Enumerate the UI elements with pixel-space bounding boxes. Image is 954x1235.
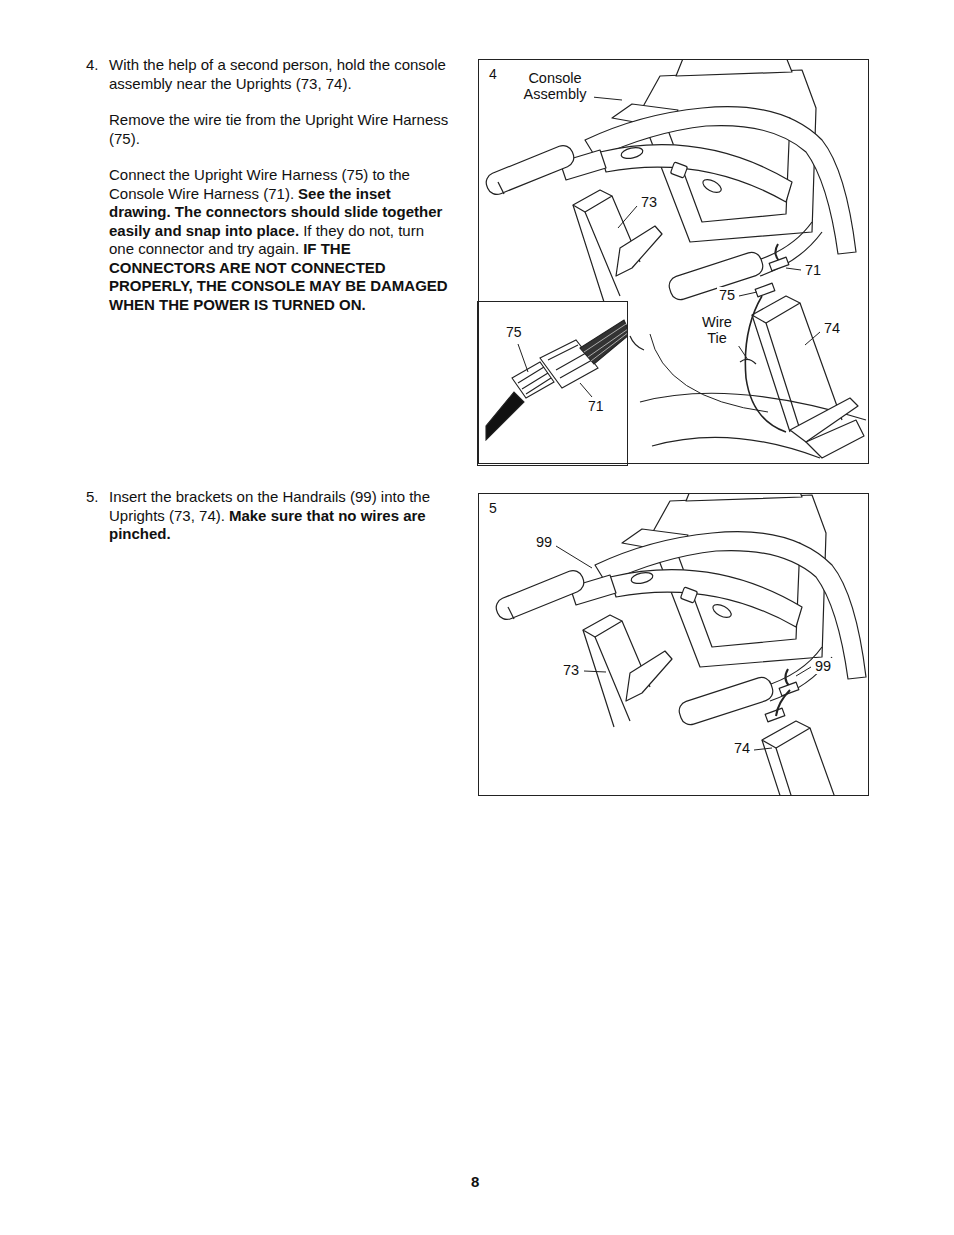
connector-ridges <box>518 367 551 394</box>
instruction-paragraph: Insert the brackets on the Handrails (99… <box>109 488 451 544</box>
joined-harness <box>776 690 790 716</box>
leader-line <box>556 546 592 568</box>
inset-art <box>486 320 627 440</box>
inset-frame: 75 71 <box>477 301 628 466</box>
console-drawing <box>483 52 866 458</box>
wire-tie <box>740 359 756 364</box>
leader-line <box>580 383 592 397</box>
callout-number: 75 <box>504 324 524 340</box>
callout-number: 73 <box>561 662 581 678</box>
leader-line <box>518 344 528 372</box>
instruction-text: Remove the wire tie from the Upright Wir… <box>109 111 451 148</box>
leader-line <box>739 292 757 296</box>
leader-line <box>618 206 637 228</box>
instruction-paragraph: Connect the Upright Wire Harness (75) to… <box>109 166 451 314</box>
leader-line <box>754 748 772 750</box>
ribbon-cable <box>486 392 524 440</box>
page-number: 8 <box>471 1173 479 1192</box>
instruction-text: With the help of a second person, hold t… <box>109 56 451 93</box>
callout-number: 71 <box>803 262 823 278</box>
part-name: Wire Tie <box>695 314 739 346</box>
callout-number: 99 <box>534 534 554 550</box>
figure-number: 5 <box>487 500 499 516</box>
step-5-art <box>493 494 868 795</box>
callout-number: 71 <box>586 398 606 414</box>
frame-edge <box>630 336 644 350</box>
leader-line <box>786 268 801 270</box>
callout-number: 74 <box>732 740 752 756</box>
step-number: 5. <box>86 488 108 507</box>
leader-line <box>805 332 820 345</box>
step-number: 4. <box>86 56 108 75</box>
leader-line <box>796 667 811 676</box>
leader-lines <box>518 97 820 750</box>
leader-line <box>592 97 622 100</box>
figure-number: 4 <box>487 66 499 82</box>
callout-number: 75 <box>717 287 737 303</box>
console-drawing <box>493 494 868 795</box>
part-name: Console Assembly <box>516 70 594 102</box>
step-4-art <box>483 52 866 458</box>
leader-line <box>584 671 606 672</box>
callout-number: 74 <box>822 320 842 336</box>
ribbon-stripes <box>584 324 627 361</box>
callout-number: 99 <box>813 658 833 674</box>
callout-number: 73 <box>639 194 659 210</box>
ribbon-cable <box>580 320 627 364</box>
